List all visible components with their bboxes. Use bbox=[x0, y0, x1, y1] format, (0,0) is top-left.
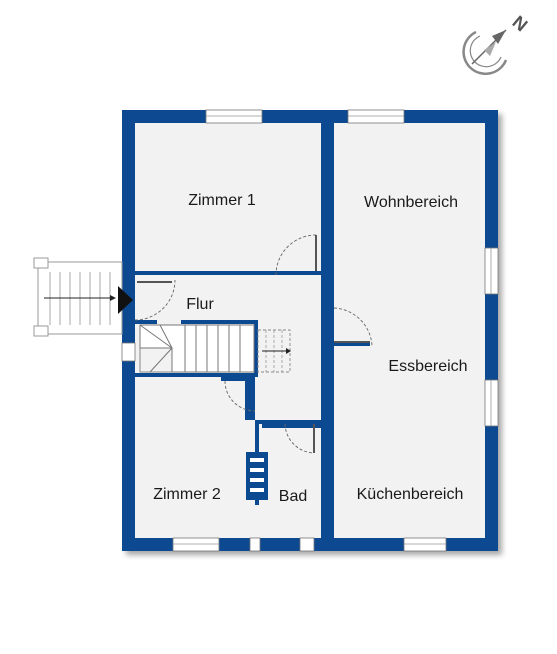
room-label-flur: Flur bbox=[186, 296, 214, 313]
room-labels: Zimmer 1 Wohnbereich Flur Essbereich Zim… bbox=[153, 192, 467, 505]
windows bbox=[121, 109, 499, 552]
door-leaves bbox=[137, 235, 370, 453]
radiator-icon bbox=[246, 452, 268, 500]
room-label-zimmer1: Zimmer 1 bbox=[188, 192, 256, 209]
room-label-zimmer2: Zimmer 2 bbox=[153, 486, 221, 503]
room-label-bad: Bad bbox=[279, 488, 307, 505]
interior-stairs bbox=[139, 324, 291, 373]
compass-icon: N bbox=[462, 12, 532, 76]
door-swings bbox=[134, 234, 373, 454]
room-label-kuechenbereich: Küchenbereich bbox=[357, 486, 464, 503]
window-lines bbox=[173, 115, 492, 545]
room-label-wohnbereich: Wohnbereich bbox=[364, 194, 458, 211]
entrance-stairs bbox=[33, 257, 133, 337]
floor-areas bbox=[135, 123, 485, 538]
room-label-essbereich: Essbereich bbox=[388, 358, 467, 375]
compass-north-label: N bbox=[509, 12, 532, 36]
